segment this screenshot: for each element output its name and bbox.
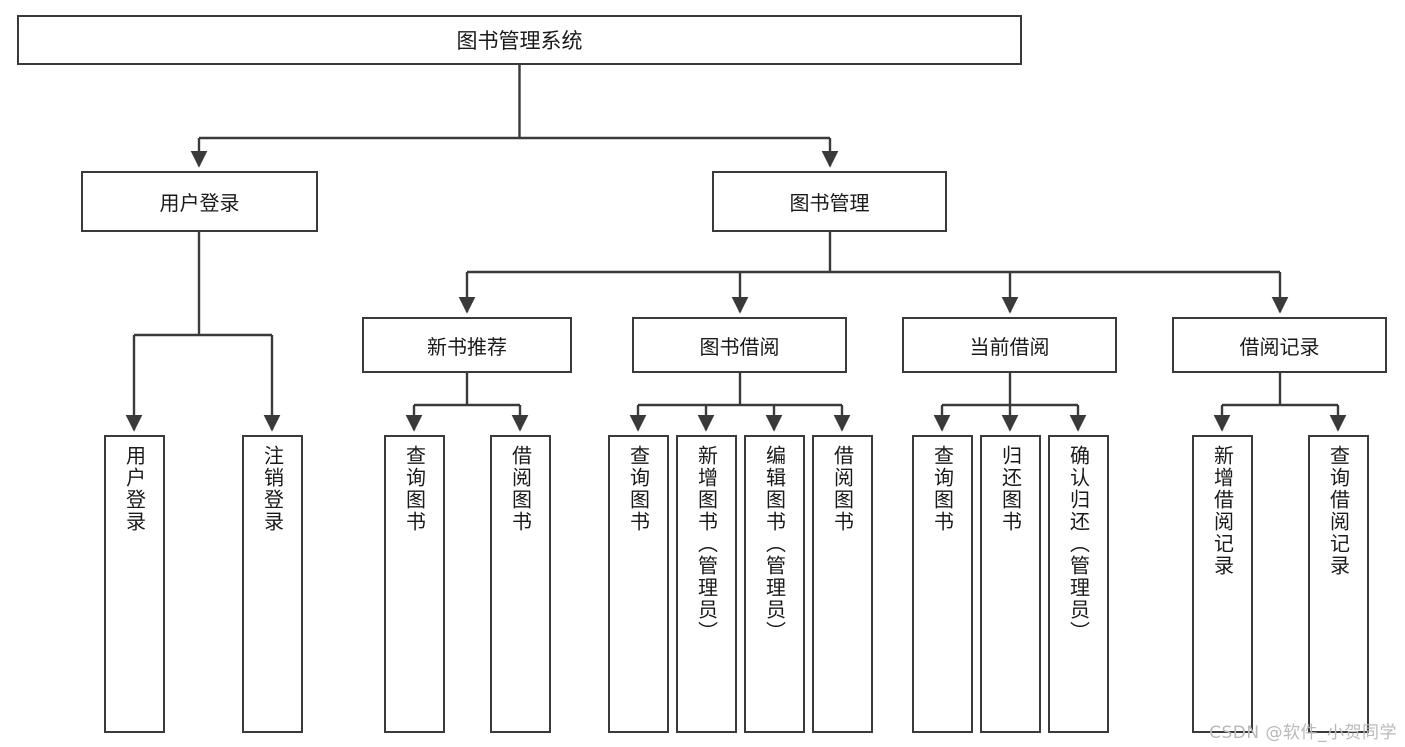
leaf-query-book-current[interactable]: 查询图书 bbox=[912, 435, 973, 733]
node-label: 编辑图书（管理员） bbox=[762, 445, 787, 643]
node-label: 注销登录 bbox=[260, 445, 285, 533]
node-label: 查询图书 bbox=[626, 445, 651, 533]
leaf-borrow-book-recommend[interactable]: 借阅图书 bbox=[490, 435, 551, 733]
node-label: 归还图书 bbox=[998, 445, 1023, 533]
leaf-query-book-borrow[interactable]: 查询图书 bbox=[608, 435, 669, 733]
node-label: 用户登录 bbox=[159, 191, 240, 215]
leaf-add-book-admin[interactable]: 新增图书（管理员） bbox=[676, 435, 737, 733]
node-label: 用户登录 bbox=[122, 445, 147, 533]
leaf-logout[interactable]: 注销登录 bbox=[242, 435, 303, 733]
leaf-return-book[interactable]: 归还图书 bbox=[980, 435, 1041, 733]
leaf-query-borrow-record[interactable]: 查询借阅记录 bbox=[1308, 435, 1369, 733]
leaf-query-book-recommend[interactable]: 查询图书 bbox=[384, 435, 445, 733]
node-label: 图书管理 bbox=[789, 191, 870, 215]
node-label: 新增图书（管理员） bbox=[694, 445, 719, 643]
leaf-borrow-book[interactable]: 借阅图书 bbox=[812, 435, 873, 733]
node-new-book-recommend[interactable]: 新书推荐 bbox=[362, 317, 572, 373]
csdn-watermark: CSDN @软件_小贺同学 bbox=[1209, 723, 1397, 743]
node-label: 借阅图书 bbox=[508, 445, 533, 533]
leaf-add-borrow-record[interactable]: 新增借阅记录 bbox=[1192, 435, 1253, 733]
node-label: 查询图书 bbox=[930, 445, 955, 533]
node-label: 图书管理系统 bbox=[456, 29, 583, 53]
node-label: 图书借阅 bbox=[699, 334, 780, 359]
node-label: 查询图书 bbox=[402, 445, 427, 533]
node-label: 新增借阅记录 bbox=[1210, 445, 1235, 577]
leaf-user-login[interactable]: 用户登录 bbox=[104, 435, 165, 733]
node-label: 确认归还（管理员） bbox=[1066, 445, 1091, 643]
node-book-management[interactable]: 图书管理 bbox=[712, 171, 947, 232]
node-label: 借阅图书 bbox=[830, 445, 855, 533]
leaf-edit-book-admin[interactable]: 编辑图书（管理员） bbox=[744, 435, 805, 733]
node-label: 新书推荐 bbox=[427, 334, 507, 359]
node-label: 当前借阅 bbox=[969, 334, 1050, 359]
node-user-login[interactable]: 用户登录 bbox=[81, 171, 318, 232]
node-label: 查询借阅记录 bbox=[1326, 445, 1351, 577]
node-borrow-record[interactable]: 借阅记录 bbox=[1172, 317, 1387, 373]
node-label: 借阅记录 bbox=[1239, 334, 1320, 359]
leaf-confirm-return-admin[interactable]: 确认归还（管理员） bbox=[1048, 435, 1109, 733]
node-book-borrow[interactable]: 图书借阅 bbox=[632, 317, 847, 373]
node-root-system[interactable]: 图书管理系统 bbox=[17, 15, 1022, 65]
node-current-borrow[interactable]: 当前借阅 bbox=[902, 317, 1117, 373]
